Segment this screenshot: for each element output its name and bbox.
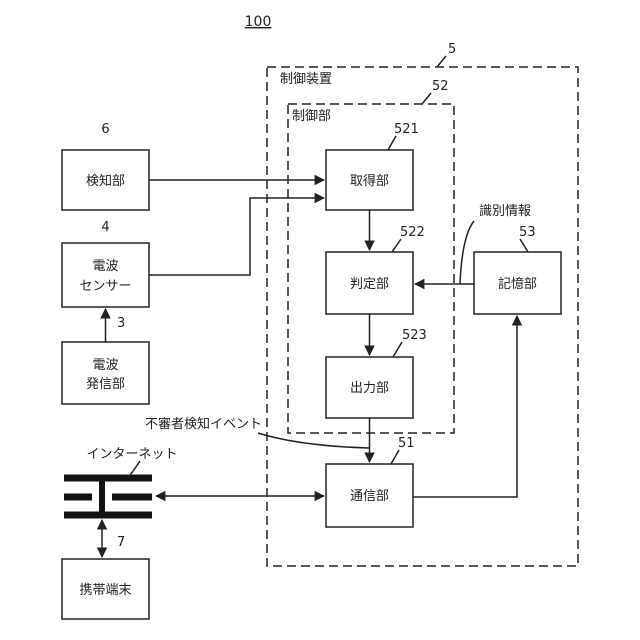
- acquisition-unit-ref: 521: [394, 122, 419, 137]
- storage-unit-label: 記憶部: [498, 276, 537, 292]
- judgement-unit-label: 判定部: [350, 277, 389, 292]
- radio-transmitter-label-line1: 電波: [92, 358, 118, 373]
- communication-unit-leader: [391, 450, 399, 464]
- arrow-communication-to-storage: [413, 316, 517, 497]
- communication-unit-label: 通信部: [350, 489, 389, 504]
- internet-label: インターネット: [86, 447, 177, 462]
- intruder-event-leader: [258, 433, 369, 448]
- acquisition-unit-leader: [388, 136, 396, 150]
- radio-sensor-label-line1: 電波: [92, 259, 118, 274]
- output-unit-label: 出力部: [350, 381, 389, 396]
- radio-transmitter-box: [62, 342, 149, 404]
- control-device-leader: [437, 56, 446, 67]
- internet-icon: [64, 478, 152, 515]
- mobile-terminal-label: 携帯端末: [79, 582, 131, 598]
- storage-unit-leader: [520, 239, 528, 252]
- detection-unit-ref: 6: [101, 122, 109, 137]
- communication-unit-ref: 51: [398, 436, 415, 451]
- detection-unit-label: 検知部: [86, 173, 125, 189]
- control-unit-ref: 52: [432, 79, 449, 94]
- mobile-terminal-ref: 7: [117, 535, 125, 550]
- control-unit-label: 制御部: [292, 109, 331, 124]
- intruder-event-label: 不審者検知イベント: [145, 416, 262, 432]
- output-unit-leader: [393, 342, 402, 357]
- control-unit-leader: [422, 93, 431, 104]
- judgement-unit-ref: 522: [400, 225, 425, 240]
- identification-info-leader: [460, 221, 474, 284]
- identification-info-label: 識別情報: [479, 204, 531, 219]
- control-device-ref: 5: [448, 42, 456, 57]
- radio-transmitter-label-line2: 発信部: [86, 377, 125, 392]
- radio-sensor-label-line2: センサー: [79, 279, 131, 294]
- radio-transmitter-ref: 3: [117, 316, 125, 331]
- output-unit-ref: 523: [402, 328, 427, 343]
- control-device-boundary: [267, 67, 578, 566]
- arrow-sensor-to-acquisition: [149, 198, 324, 275]
- control-device-label: 制御装置: [280, 72, 332, 87]
- radio-sensor-box: [62, 243, 149, 307]
- radio-sensor-ref: 4: [101, 220, 109, 235]
- judgement-unit-leader: [392, 239, 401, 252]
- figure-number: 100: [245, 14, 272, 30]
- storage-unit-ref: 53: [519, 225, 536, 240]
- acquisition-unit-label: 取得部: [350, 173, 389, 189]
